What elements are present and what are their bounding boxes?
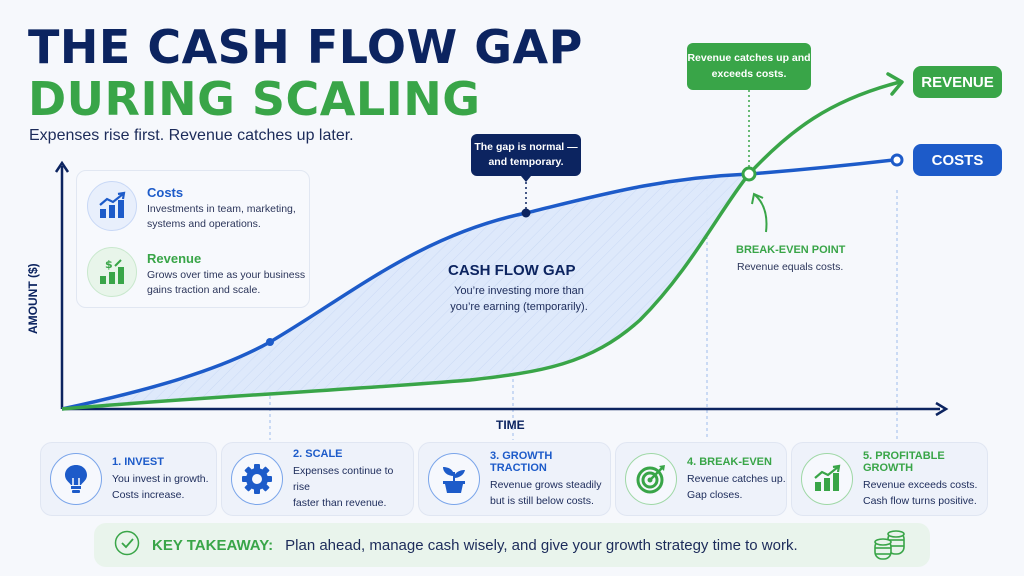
breakeven-description: Revenue equals costs.	[737, 261, 844, 273]
step-title: 5. PROFITABLE GROWTH	[863, 449, 945, 474]
gear-icon	[231, 453, 283, 505]
gap-callout: The gap is normal — and temporary.	[471, 134, 581, 176]
step-desc: Revenue exceeds costs.Cash flow turns po…	[863, 478, 978, 507]
takeaway-text: Plan ahead, manage cash wisely, and give…	[285, 536, 798, 554]
breakeven-callout: Revenue catches up and exceeds costs.	[687, 43, 811, 90]
takeaway-label: KEY TAKEAWAY:	[152, 536, 274, 554]
coins-icon	[872, 529, 908, 566]
step-title: 3. GROWTH TRACTION	[490, 449, 553, 474]
gap-title: CASH FLOW GAP	[448, 262, 576, 279]
phase-steps: 1. INVEST You invest in growth.Costs inc…	[40, 442, 988, 516]
legend-revenue-desc: Grows over time as your business gains t…	[147, 269, 306, 296]
revenue-line	[61, 80, 901, 411]
key-takeaway-banner: KEY TAKEAWAY: Plan ahead, manage cash wi…	[94, 523, 930, 567]
legend-item-revenue: $ Revenue Grows over time as your busine…	[87, 247, 317, 298]
chart-up-icon	[801, 453, 853, 505]
target-icon	[625, 453, 677, 505]
page-title-line2: DURING SCALING	[28, 72, 481, 126]
step-invest: 1. INVEST You invest in growth.Costs inc…	[40, 442, 217, 516]
costs-line	[61, 158, 894, 411]
plant-icon	[428, 453, 480, 505]
lightbulb-icon	[50, 453, 102, 505]
chart-up-icon	[87, 181, 137, 231]
cash-flow-gap-area	[62, 174, 749, 409]
svg-text:$: $	[105, 258, 113, 271]
step-profitable-growth: 5. PROFITABLE GROWTH Revenue exceeds cos…	[791, 442, 988, 516]
page-subtitle: Expenses rise first. Revenue catches up …	[29, 127, 354, 144]
step-break-even: 4. BREAK-EVEN Revenue catches up.Gap clo…	[615, 442, 787, 516]
step-desc: Revenue catches up.Gap closes.	[687, 472, 786, 501]
page-title-line1: THE CASH FLOW GAP	[28, 20, 583, 74]
x-axis-label: TIME	[496, 418, 525, 432]
step-title: 4. BREAK-EVEN	[687, 455, 772, 468]
dollar-chart-icon: $	[87, 247, 137, 297]
legend-costs-desc: Investments in team, marketing, systems …	[147, 203, 296, 230]
check-circle-icon	[114, 530, 140, 561]
breakeven-title: BREAK-EVEN POINT	[736, 244, 846, 256]
step-desc: You invest in growth.Costs increase.	[112, 472, 209, 501]
step-title: 1. INVEST	[112, 455, 164, 468]
step-growth-traction: 3. GROWTH TRACTION Revenue grows steadil…	[418, 442, 611, 516]
legend-costs-title: Costs	[147, 185, 184, 200]
y-axis-label: AMOUNT ($)	[26, 263, 40, 334]
legend-revenue-title: Revenue	[147, 251, 202, 266]
gap-description: You’re investing more than you’re earnin…	[450, 285, 588, 313]
chart-legend: Costs Investments in team, marketing, sy…	[76, 170, 310, 308]
costs-label-pill: COSTS	[913, 144, 1002, 176]
break-even-point-marker	[741, 166, 757, 182]
legend-item-costs: Costs Investments in team, marketing, sy…	[87, 181, 317, 232]
revenue-label-pill: REVENUE	[913, 66, 1002, 98]
step-title: 2. SCALE	[293, 447, 343, 460]
